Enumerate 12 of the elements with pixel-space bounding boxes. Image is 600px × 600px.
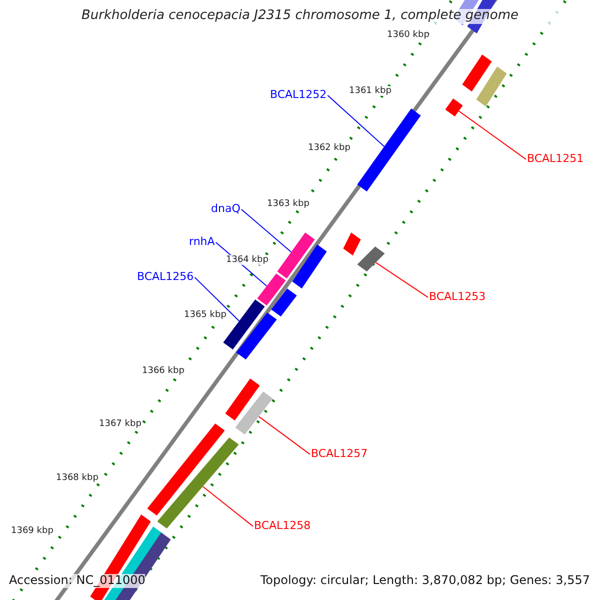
scale-tick-label: 1363 kbp [267, 199, 310, 210]
scale-tick-label: 1369 kbp [11, 526, 54, 536]
footer-text: Accession: NC_011000 [9, 574, 146, 588]
scale-tick-label: 1361 kbp [349, 86, 392, 96]
scale-tick-label: 1365 kbp [184, 310, 226, 320]
scale-tick-label: 1362 kbp [308, 143, 350, 154]
scale-tick-label: 1364 kbp [226, 255, 268, 266]
scale-tick-label: 1366 kbp [142, 366, 184, 376]
scale-tick-label: 1360 kbp [387, 30, 430, 40]
scale-tick-label: 1367 kbp [99, 419, 142, 430]
scale-tick-label: 1368 kbp [56, 473, 98, 484]
footer-text: Topology: circular; Length: 3,870,082 bp; Genes: 3,557 [260, 574, 590, 588]
